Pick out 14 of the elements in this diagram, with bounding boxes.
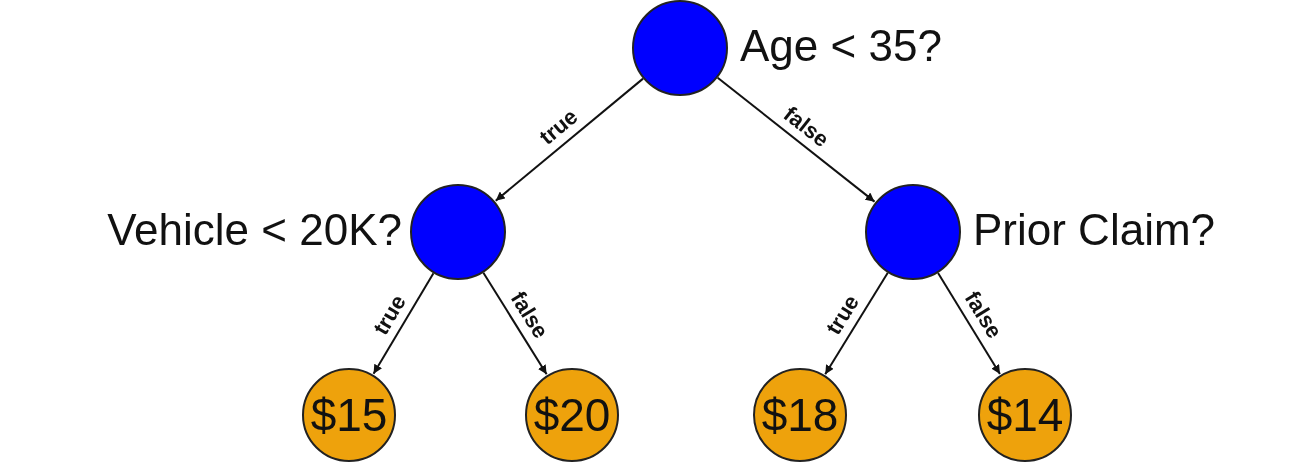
arrow bbox=[372, 272, 435, 375]
question-text: Age < 35? bbox=[740, 21, 942, 71]
question-text: Vehicle < 20K? bbox=[107, 205, 402, 255]
leaf-value: $14 bbox=[986, 388, 1064, 442]
arrow bbox=[494, 77, 645, 202]
question-text: Prior Claim? bbox=[973, 205, 1216, 255]
arrow bbox=[482, 271, 548, 376]
arrow bbox=[937, 271, 1001, 376]
leaf-value: $20 bbox=[533, 388, 611, 442]
arrow bbox=[824, 271, 889, 376]
leaf-value: $15 bbox=[310, 388, 388, 442]
leaf-value: $18 bbox=[761, 388, 839, 442]
decision-circle bbox=[632, 0, 728, 96]
arrow bbox=[716, 76, 876, 203]
